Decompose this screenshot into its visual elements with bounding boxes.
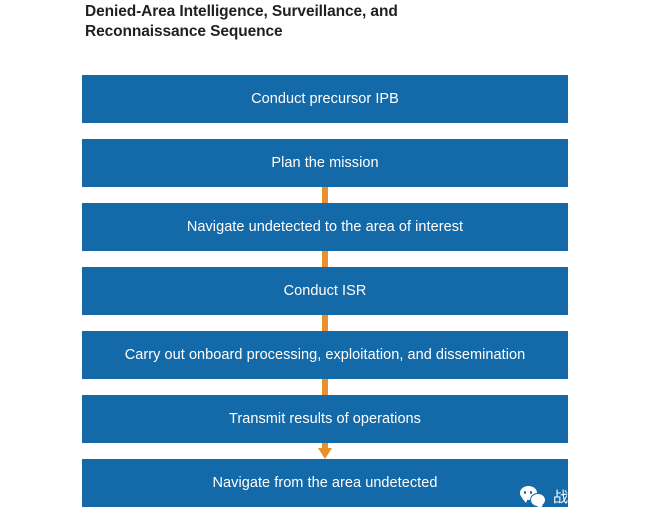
flow-gap-1-2 xyxy=(82,123,568,139)
wechat-icon xyxy=(519,485,546,510)
step-box-navigate-undetected-to-area[interactable]: Navigate undetected to the area of inter… xyxy=(82,203,568,251)
wechat-watermark: 战略前沿技术 xyxy=(519,483,646,510)
step-box-carry-out-onboard-processing[interactable]: Carry out onboard processing, exploitati… xyxy=(82,331,568,379)
connector-line-6-7 xyxy=(322,443,328,449)
flow-gap-5-6 xyxy=(82,379,568,395)
flow-step-5: Carry out onboard processing, exploitati… xyxy=(82,331,568,379)
flow-gap-3-4 xyxy=(82,251,568,267)
flowchart: Conduct precursor IPB Plan the mission N… xyxy=(82,75,568,507)
flow-gap-4-5 xyxy=(82,315,568,331)
connector-line-4-5 xyxy=(322,315,328,331)
step-box-conduct-precursor-ipb[interactable]: Conduct precursor IPB xyxy=(82,75,568,123)
flow-step-1: Conduct precursor IPB xyxy=(82,75,568,123)
flow-step-2: Plan the mission xyxy=(82,139,568,187)
flow-step-4: Conduct ISR xyxy=(82,267,568,315)
flow-step-3: Navigate undetected to the area of inter… xyxy=(82,203,568,251)
flow-gap-2-3 xyxy=(82,187,568,203)
connector-line-2-3 xyxy=(322,187,328,203)
step-label: Navigate undetected to the area of inter… xyxy=(186,219,464,235)
step-label: Conduct ISR xyxy=(283,283,367,299)
flow-step-7: Navigate from the area undetected xyxy=(82,459,568,507)
watermark-label: 战略前沿技术 xyxy=(552,487,646,506)
flow-gap-6-7 xyxy=(82,443,568,459)
step-box-plan-the-mission[interactable]: Plan the mission xyxy=(82,139,568,187)
step-label: Navigate from the area undetected xyxy=(212,475,438,491)
step-label: Plan the mission xyxy=(271,155,379,171)
connector-line-3-4 xyxy=(322,251,328,267)
step-label: Carry out onboard processing, exploitati… xyxy=(124,347,526,363)
arrowhead-down-icon xyxy=(318,448,332,459)
step-box-navigate-from-the-area-undetected[interactable]: Navigate from the area undetected xyxy=(82,459,568,507)
step-box-transmit-results-of-operations[interactable]: Transmit results of operations xyxy=(82,395,568,443)
page-title: Denied-Area Intelligence, Surveillance, … xyxy=(85,3,398,41)
step-label: Transmit results of operations xyxy=(229,411,421,427)
step-label: Conduct precursor IPB xyxy=(251,91,399,107)
connector-line-5-6 xyxy=(322,379,328,395)
flow-step-6: Transmit results of operations xyxy=(82,395,568,443)
step-box-conduct-isr[interactable]: Conduct ISR xyxy=(82,267,568,315)
